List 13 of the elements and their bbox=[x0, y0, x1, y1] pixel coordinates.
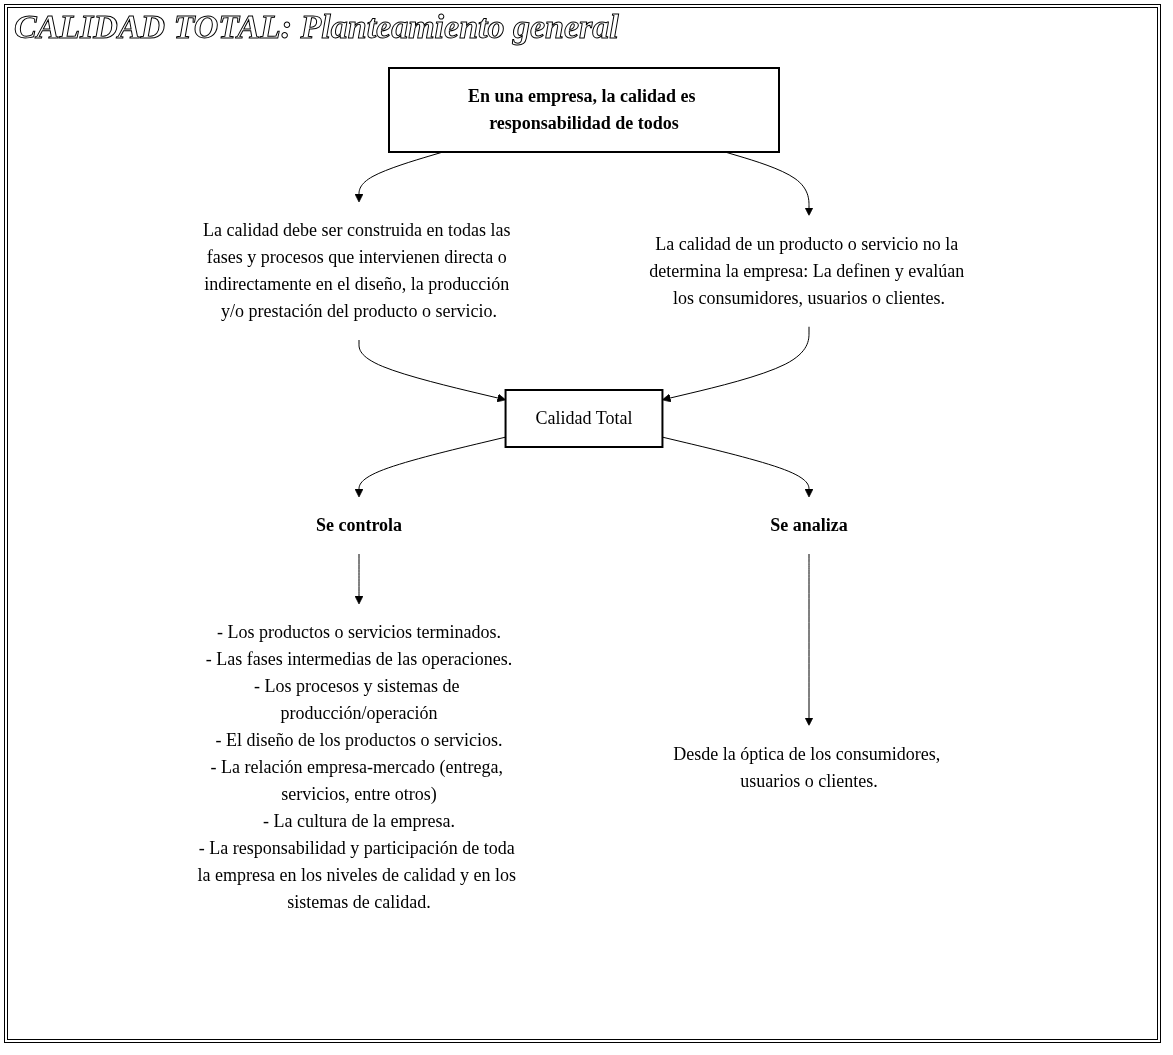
arrow bbox=[358, 339, 506, 403]
node-box: Calidad Total bbox=[504, 389, 664, 448]
title: CALIDAD TOTAL: Planteamiento general bbox=[14, 8, 619, 46]
arrow bbox=[662, 326, 810, 403]
node-text: Se controla bbox=[315, 515, 403, 535]
node-box: En una empresa, la calidad es responsabilidad de todos bbox=[388, 67, 780, 153]
node-text: - Los productos o servicios terminados. - Las fases intermedias de las operaciones. - Los procesos y sistemas de producción/operación - El diseño de los productos o servicios. - La relación empresa-mercado (entrega, servicios, entre otros) - La cultura de la empresa. - La responsabilidad y participación de toda la empresa en los niveles de calidad y en los sistemas de calidad. bbox=[197, 622, 516, 912]
node-text: Se analiza bbox=[770, 515, 848, 535]
arrow bbox=[804, 553, 814, 726]
node-text: La calidad debe ser construida en todas las fases y procesos que intervienen directa o indirectamente en el diseño, la producción y/o prestación del producto o servicio. bbox=[203, 220, 511, 321]
node-text: Desde la óptica de los consumidores, usuarios o clientes. bbox=[673, 743, 941, 791]
arrow bbox=[354, 553, 364, 605]
node-text: La calidad de un producto o servicio no la determina la empresa: La definen y evalúan los consumidores, usuarios o clientes. bbox=[649, 233, 965, 308]
